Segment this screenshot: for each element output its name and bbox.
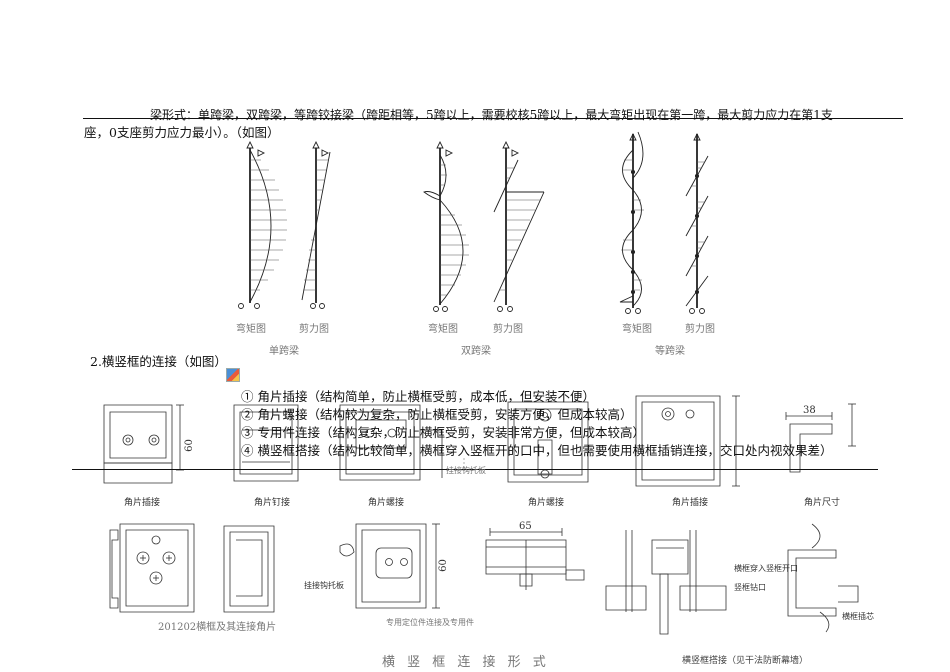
hook-plate-label-2: 挂接钩托板 xyxy=(304,581,344,590)
double-span-shear-diagram xyxy=(494,142,544,312)
hook-plate-label: 挂接钩托板 xyxy=(446,466,486,475)
profile-65-drawing xyxy=(486,528,584,590)
single-span-moment-diagram xyxy=(239,142,288,309)
dimension-65: 65 xyxy=(519,521,532,532)
equal-span-moment-diagram xyxy=(620,132,644,314)
corner-bolt-profile-2 xyxy=(508,402,588,482)
method-3: ③ 专用件连接（结构复杂，防止横框受剪，安装非常方便，但成本较高） xyxy=(241,425,645,440)
corner-insert-profile-2 xyxy=(636,396,740,486)
special-connector-drawing-2 xyxy=(340,524,440,608)
profile-201202 xyxy=(110,524,194,612)
method-1: ① 角片插接（结构简单，防止横框受剪，成本低，但安装不便） xyxy=(241,389,595,404)
dimension-60-b: 60 xyxy=(437,559,449,572)
insert-opening-label: 横框穿入竖框开口 xyxy=(734,564,798,573)
caption-corner-nail: 角片钉接 xyxy=(254,498,291,508)
single-span-shear-label: 剪力图 xyxy=(299,324,329,335)
single-span-shear-diagram xyxy=(302,142,330,309)
overlap-joint-drawing xyxy=(606,524,858,634)
top-rule xyxy=(83,118,903,119)
double-span-title: 双跨梁 xyxy=(461,346,491,357)
section-2-title: 2.横竖框的连接（如图） xyxy=(90,354,227,369)
equal-span-moment-label: 弯矩图 xyxy=(622,324,652,335)
single-span-title: 单跨梁 xyxy=(269,346,299,357)
single-span-moment-label: 弯矩图 xyxy=(236,324,266,335)
intro-line-1: 梁形式：单跨梁，双跨梁，等跨铰接梁（跨距相等，5跨以上，需要校核5跨以上，最大弯… xyxy=(150,108,833,122)
equal-span-shear-label: 剪力图 xyxy=(685,324,715,335)
dimension-38: 38 xyxy=(803,405,816,416)
caption-overlap: 横竖框搭接（见干法防断幕墙） xyxy=(682,656,809,666)
method-2: ② 角片螺接（结构较为复杂，防止横框受剪，安装方便，但成本较高） xyxy=(241,407,633,422)
middle-rule xyxy=(72,469,878,470)
corner-nail-profile xyxy=(234,405,298,481)
dimension-60-a: 60 xyxy=(183,439,195,452)
double-span-shear-label: 剪力图 xyxy=(493,324,523,335)
equal-span-title: 等跨梁 xyxy=(655,346,685,357)
equal-span-shear-diagram xyxy=(686,134,708,314)
corner-bolt-profile-1 xyxy=(340,405,442,480)
frame-opening-label: 竖框钻口 xyxy=(734,583,766,592)
caption-corner-insert: 角片插接 xyxy=(124,498,161,508)
transom-pin-label: 横框插芯 xyxy=(842,612,874,621)
caption-corner-bolt-1: 角片螺接 xyxy=(368,498,405,508)
double-span-moment-diagram xyxy=(424,142,469,312)
caption-special-connector: 专用定位件连接及专用件 xyxy=(386,618,474,627)
caption-201202: 201202横框及其连接角片 xyxy=(158,622,277,633)
special-connector-drawing-1 xyxy=(224,526,274,612)
caption-corner-insert-2: 角片插接 xyxy=(672,498,709,508)
bottom-figure-title: 横 竖 框 连 接 形 式 xyxy=(382,655,550,670)
corner-size-drawing xyxy=(786,404,856,472)
caption-corner-bolt-2: 角片螺接 xyxy=(528,498,565,508)
intro-line-2: 座，0支座剪力应力最小）。（如图） xyxy=(84,125,280,140)
caption-corner-size: 角片尺寸 xyxy=(804,498,841,508)
corner-insert-profile-1 xyxy=(104,405,184,483)
double-span-moment-label: 弯矩图 xyxy=(428,324,458,335)
embedded-image-icon[interactable] xyxy=(226,368,240,382)
method-4: ④ 横竖框搭接（结构比较简单，横框穿入竖框开的口中，但也需要使用横框插销连接，交… xyxy=(241,443,833,458)
